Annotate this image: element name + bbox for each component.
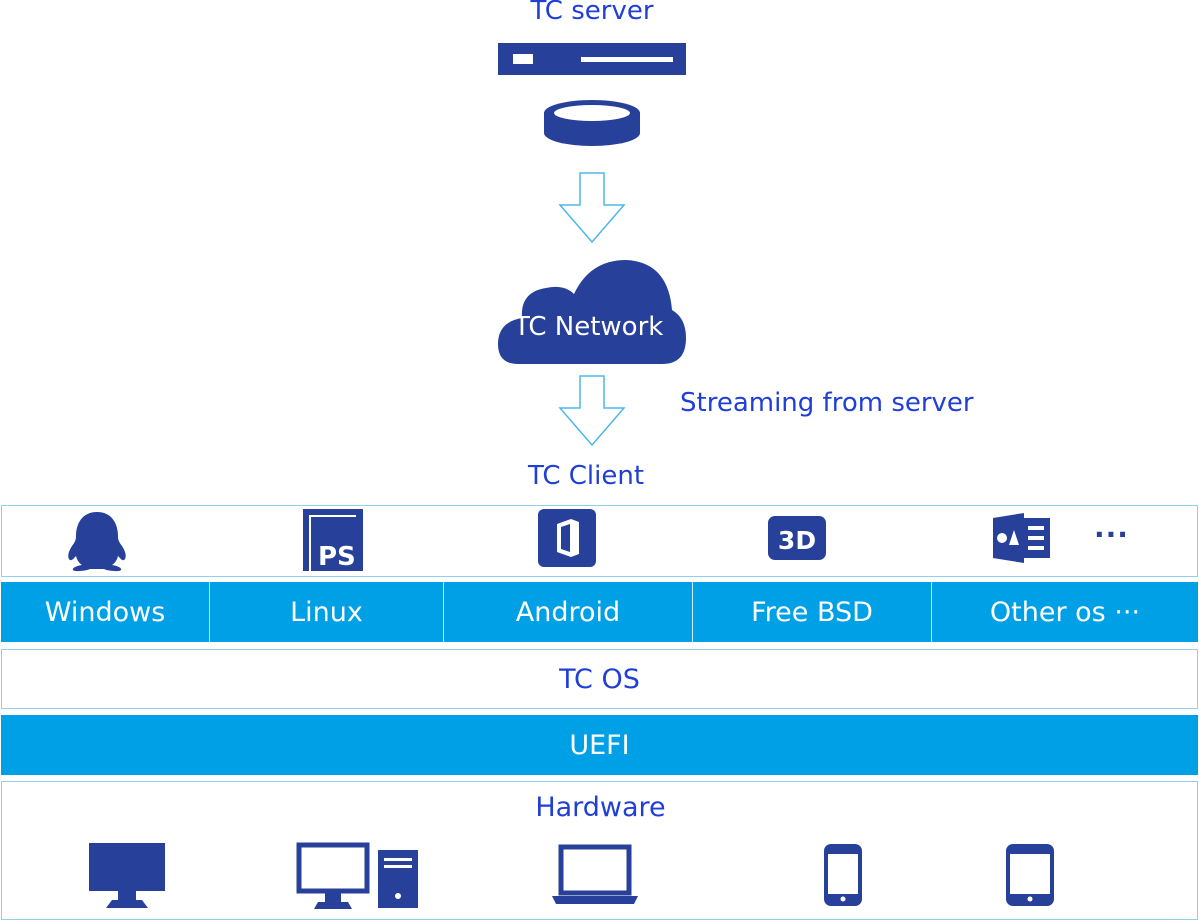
apps-row: PS 3D ··· (1, 505, 1198, 577)
tcos-layer: TC OS (1, 649, 1198, 709)
desktop-tower-icon (296, 842, 418, 909)
smartphone-icon (824, 844, 862, 906)
down-arrow-icon (558, 172, 626, 244)
3d-icon: 3D (768, 516, 826, 560)
svg-text:PS: PS (318, 542, 356, 572)
os-windows: Windows (44, 596, 166, 628)
tcos-label: TC OS (559, 663, 640, 695)
cloud-icon (498, 260, 686, 364)
uefi-label: UEFI (569, 729, 630, 761)
os-other: Other os ··· (931, 582, 1198, 642)
hardware-label: Hardware (535, 792, 666, 823)
os-linux: Linux (209, 582, 443, 642)
os-android: Android (443, 582, 692, 642)
penguin-icon (68, 512, 126, 572)
database-icon (544, 100, 640, 146)
server-label: TC server (530, 0, 654, 26)
more-icon: ··· (1094, 518, 1129, 551)
hardware-layer: Hardware (1, 781, 1198, 920)
svg-text:3D: 3D (778, 526, 816, 555)
network-label: TC Network (514, 312, 664, 342)
uefi-layer: UEFI (1, 715, 1198, 775)
tablet-icon (1006, 844, 1054, 906)
os-bar: Windows Linux Android Free BSD Other os … (1, 582, 1198, 642)
server-rack-icon (498, 43, 686, 75)
monitor-icon (89, 843, 165, 908)
os-freebsd: Free BSD (692, 582, 931, 642)
down-arrow-icon (558, 375, 626, 447)
ps-icon: PS (303, 509, 363, 572)
outlook-icon (993, 513, 1050, 563)
office-icon (538, 509, 596, 567)
laptop-icon (552, 844, 638, 904)
client-label: TC Client (527, 461, 645, 491)
streaming-label: Streaming from server (680, 388, 974, 418)
